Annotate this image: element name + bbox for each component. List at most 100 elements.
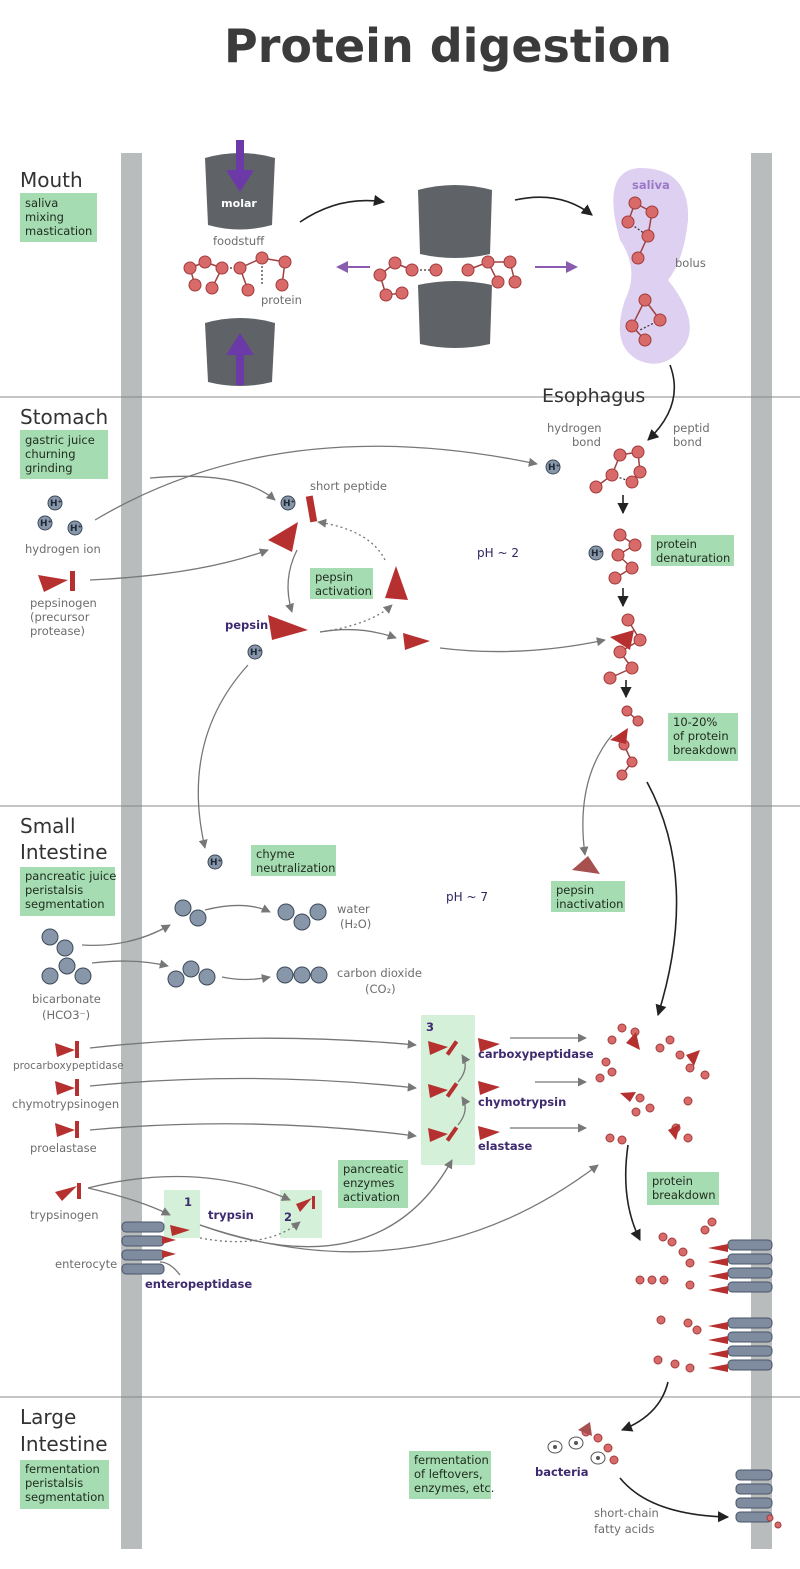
carbonic-molecule-icon — [167, 960, 216, 988]
chyme-neutralization-label-1: chyme — [256, 847, 295, 861]
activation-step-1-label: 1 — [184, 1195, 192, 1209]
bicarbonate-label-2: (HCO3⁻) — [42, 1008, 90, 1022]
digested-fragments-icon — [595, 1023, 710, 1145]
hydrogen-ion-icon: H⁺ — [207, 854, 223, 870]
bacteria-label: bacteria — [535, 1465, 588, 1479]
right-wall-rail — [751, 153, 772, 1549]
protein-fragments-icon — [610, 705, 644, 781]
water-label-1: water — [337, 902, 370, 916]
proelastase-label: proelastase — [30, 1141, 97, 1155]
to-water-arrow — [204, 904, 271, 913]
water-molecule-icon — [277, 903, 327, 931]
chymotrypsinogen-icon — [55, 1079, 79, 1096]
protein-chain-icon — [183, 251, 292, 297]
small-intestine-note-2: peristalsis — [25, 883, 83, 897]
bicarbonate-label-1: bicarbonate — [32, 992, 101, 1006]
svg-text:H⁺: H⁺ — [548, 463, 561, 473]
absorbed-amino-acids-icon — [635, 1217, 717, 1373]
mouth-notes-box — [20, 193, 97, 242]
small-intestine-notes-box — [20, 867, 115, 916]
procarboxypeptidase-arrow — [89, 1037, 417, 1049]
stomach-notes-box — [20, 430, 108, 479]
page-title: Protein digestion — [224, 19, 672, 73]
bolus-shape — [613, 168, 690, 364]
to-absorption-arrow — [624, 1144, 641, 1242]
stomach-note-1: gastric juice — [25, 433, 95, 447]
pepsin-inactivation-label-2: inactivation — [556, 897, 623, 911]
svg-text:H⁺: H⁺ — [591, 549, 604, 559]
co2-label-1: carbon dioxide — [337, 966, 422, 980]
ion-to-short-peptide-arrow — [149, 475, 276, 501]
short-peptide-icon: H⁺ — [280, 495, 318, 523]
hydrogen-ion-icon: H⁺ — [545, 459, 561, 475]
trypsin-to-step3-arrow — [199, 1159, 453, 1248]
activation-step-2-label: 2 — [284, 1210, 292, 1224]
water-label-2: (H₂O) — [340, 917, 371, 931]
small-intestine-note-3: segmentation — [25, 897, 105, 911]
folded-protein-icon — [589, 445, 647, 494]
protein-denaturation-label-1: protein — [656, 537, 697, 551]
co2-label-2: (CO₂) — [365, 982, 396, 996]
stomach-note-2: churning — [25, 447, 76, 461]
large-intestine-note-1: fermentation — [25, 1462, 100, 1476]
enteropeptidase-pointer — [159, 1261, 181, 1276]
section-title-large-intestine-1: Large — [20, 1405, 76, 1429]
pepsin-to-inactivation-arrow — [579, 734, 613, 856]
pepsinogen-icon — [38, 571, 75, 592]
proelastase-arrow — [89, 1123, 417, 1140]
section-title-small-intestine-2: Intestine — [20, 840, 108, 864]
chewing-molars-icon — [418, 185, 492, 348]
trypsinogen-label: trypsinogen — [30, 1208, 99, 1222]
fermentation-label-3: enzymes, etc. — [414, 1481, 494, 1495]
trypsin-label: trypsin — [208, 1208, 254, 1222]
pepsin-feedback-arrow — [319, 604, 393, 633]
pepsin-activation-box — [310, 568, 373, 599]
protein-label: protein — [261, 293, 302, 307]
hydroxide-molecule-icon — [174, 899, 207, 927]
to-large-intestine-arrow — [620, 1381, 669, 1432]
autocatalytic-trypsinogen-icon — [296, 1196, 315, 1212]
breakdown-10-20-label-3: breakdown — [673, 743, 737, 757]
brush-border-enzymes-icon — [708, 1244, 728, 1372]
to-pepsin-arrow — [285, 549, 298, 613]
stomach-to-intestine-arrow — [646, 781, 678, 1017]
hydrogen-ion-icon: H⁺ — [47, 495, 63, 511]
small-intestine-note-1: pancreatic juice — [25, 869, 116, 883]
upper-molar-icon — [205, 140, 275, 230]
proelastase-icon — [55, 1121, 79, 1138]
large-intestine-notes-box — [20, 1460, 109, 1509]
chymotrypsin-icon — [478, 1081, 500, 1095]
elastase-label: elastase — [478, 1139, 532, 1153]
protein-denaturation-box — [651, 535, 734, 566]
hydrogen-ion-icon: H⁺ — [37, 515, 53, 531]
bicarbonate-to-co2-arrow — [91, 959, 169, 969]
molar-label: molar — [221, 197, 257, 210]
ion-to-protein-arrow — [94, 445, 538, 521]
stomach-ph-label: pH ~ 2 — [477, 546, 519, 560]
inactive-pepsin-icon — [572, 856, 600, 874]
to-stomach-arrow — [647, 364, 676, 441]
pepsin-cleave-arrow — [439, 637, 606, 653]
procarboxypeptidase-icon — [55, 1041, 79, 1058]
esophagus-label: Esophagus — [542, 385, 645, 407]
to-bolus-arrow — [514, 196, 593, 216]
protein-breakdown-10-20-box — [668, 713, 738, 761]
left-wall-rail — [121, 153, 142, 1549]
short-peptide-label: short peptide — [310, 479, 387, 493]
chymotrypsinogen-arrow — [89, 1077, 417, 1092]
pepsin-inactivation-box — [551, 881, 625, 912]
carboxypeptidase-label: carboxypeptidase — [478, 1047, 594, 1061]
chew-arrow — [299, 194, 386, 223]
protein-breakdown-label-1: protein — [652, 1174, 693, 1188]
trypsin-cascade-arrow-1 — [457, 1096, 471, 1126]
pancreatic-activation-label-2: enzymes — [343, 1176, 394, 1190]
mouth-note-2: mixing — [25, 210, 64, 224]
pepsin-label: pepsin — [225, 618, 268, 632]
saliva-label: saliva — [632, 178, 670, 192]
elastase-icon — [478, 1126, 500, 1140]
pancreatic-activation-label-1: pancreatic — [343, 1162, 404, 1176]
activating-pepsinogen-icon — [268, 522, 298, 552]
pepsin-enzyme-icon — [268, 615, 308, 640]
pepsin-cleaving-protein-icon — [603, 613, 647, 685]
pepsinogen-label-2: (precursor — [30, 610, 90, 624]
